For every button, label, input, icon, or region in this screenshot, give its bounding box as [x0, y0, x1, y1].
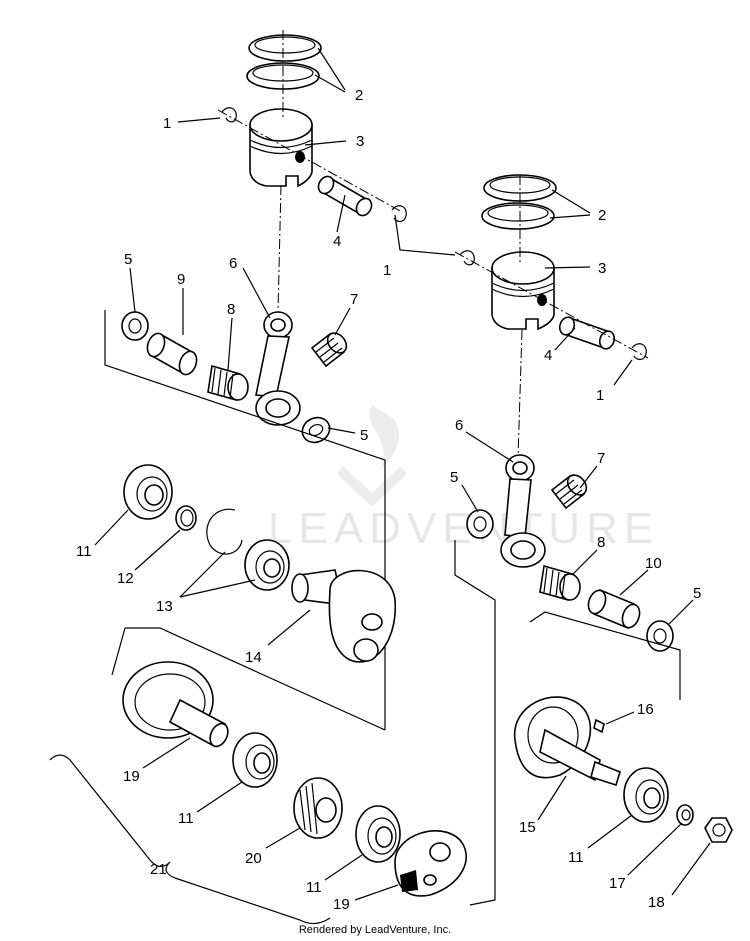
- crank-shaft-19-upper: [168, 698, 229, 748]
- footer-credit: Rendered by LeadVenture, Inc.: [298, 924, 452, 936]
- piston-axis-left: [277, 184, 282, 313]
- crank-web-19-lower: [394, 830, 467, 897]
- callout-4-right: 4: [544, 347, 552, 364]
- circlip-left-lower: [391, 205, 407, 223]
- connecting-rod-left: [255, 311, 301, 426]
- callout-21: 21: [150, 861, 167, 878]
- callout-2-right: 2: [598, 207, 606, 224]
- snap-ring-12: [175, 505, 197, 531]
- callout-10: 10: [645, 555, 662, 572]
- callout-6-left: 6: [229, 255, 237, 272]
- bearing-spacer-10: [587, 588, 641, 630]
- needle-bearing-left-large: [207, 364, 249, 402]
- callout-6-right: 6: [455, 417, 463, 434]
- watermark-text: LEADVENTURE: [268, 504, 659, 553]
- main-bearing-11-upper: [123, 464, 173, 520]
- bearing-13: [244, 539, 290, 591]
- callout-1-left-upper: 1: [163, 115, 171, 132]
- callout-7-right: 7: [597, 450, 605, 467]
- callout-1-right-lower: 1: [596, 387, 604, 404]
- callout-2-left: 2: [355, 87, 363, 104]
- callout-11-upper: 11: [76, 543, 92, 560]
- needle-bearing-right-large: [539, 564, 581, 602]
- callout-11-right: 11: [568, 849, 584, 866]
- labyrinth-seal-20: [293, 777, 343, 839]
- callout-19-upper: 19: [123, 768, 140, 785]
- needle-bearing-right-small: [550, 474, 588, 510]
- bracket-line-side: [111, 627, 126, 676]
- watermark: LEADVENTURE: [268, 405, 659, 553]
- callout-3-left: 3: [356, 133, 364, 150]
- callout-8-right: 8: [597, 534, 605, 551]
- callout-5-left-outer: 5: [124, 251, 132, 268]
- callout-12: 12: [117, 570, 134, 587]
- ring-13-split: [206, 508, 243, 555]
- callout-5-right-outer: 5: [693, 585, 701, 602]
- piston-ring-right-bottom: [481, 202, 555, 230]
- leader-1-shared: [394, 214, 456, 256]
- callout-17: 17: [609, 875, 626, 892]
- callout-18: 18: [648, 894, 665, 911]
- callout-5-left-rod: 5: [360, 427, 368, 444]
- piston-ring-left-top: [248, 34, 322, 62]
- washer-17: [676, 804, 694, 826]
- callout-13: 13: [156, 598, 173, 615]
- crankshaft-half-14: [291, 569, 396, 663]
- pin-axis-left: [217, 109, 403, 213]
- circlip-right-lower: [631, 343, 647, 361]
- bearing-spacer-9: [146, 332, 198, 376]
- callout-19-lower: 19: [333, 896, 350, 913]
- circlip-right-upper: [459, 250, 475, 266]
- callout-1-shared: 1: [383, 262, 391, 279]
- crankshaft-half-15: [514, 696, 621, 787]
- callout-5-right-rod: 5: [450, 469, 458, 486]
- piston-axis-right: [517, 329, 523, 459]
- callout-7-left: 7: [350, 291, 358, 308]
- callout-11-middle: 11: [178, 810, 194, 827]
- callout-leaders: [94, 47, 711, 901]
- seal-left-rod: [301, 416, 331, 444]
- bracket-line-right-lower: [529, 611, 681, 700]
- main-bearing-11-middle: [232, 732, 278, 788]
- circlip-left-upper: [221, 107, 237, 123]
- bracket-line-lower-left: [125, 627, 386, 731]
- seal-right-rod: [466, 509, 494, 539]
- callout-3-right: 3: [598, 260, 606, 277]
- pin-axis-right: [454, 251, 649, 359]
- seal-right-outer: [646, 620, 674, 652]
- seal-left-outer: [121, 311, 149, 341]
- needle-bearing-left-small: [310, 332, 348, 368]
- nut-18: [704, 817, 733, 843]
- callout-11-lower: 11: [306, 879, 322, 896]
- piston-pin-right: [558, 316, 616, 350]
- piston-left: [249, 108, 313, 188]
- main-bearing-11-lower: [355, 805, 401, 863]
- bracket-line-right: [454, 540, 496, 906]
- woodruff-key-16: [593, 718, 605, 734]
- callout-20: 20: [245, 850, 262, 867]
- callout-4-left: 4: [333, 233, 341, 250]
- callout-8-left: 8: [227, 301, 235, 318]
- callout-16: 16: [637, 701, 654, 718]
- piston-right: [491, 251, 555, 331]
- callout-15: 15: [519, 819, 536, 836]
- main-bearing-11-right: [623, 767, 669, 823]
- callout-9: 9: [177, 271, 185, 288]
- callout-14: 14: [245, 649, 262, 666]
- brace-21: [49, 754, 331, 925]
